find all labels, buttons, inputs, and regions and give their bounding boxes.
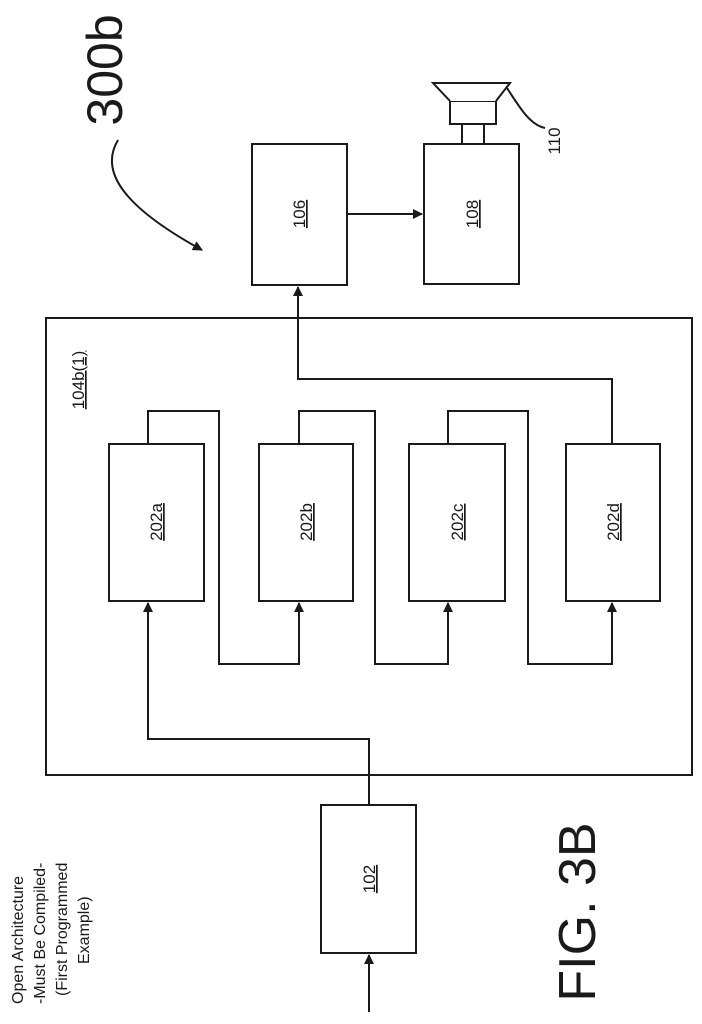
note-line-3: (First Programmed <box>54 863 71 996</box>
container-label: 104b(1) <box>69 351 88 410</box>
speaker-icon <box>433 83 510 144</box>
stage-label-202c: 202c <box>448 503 467 540</box>
input-label: 102 <box>360 865 379 893</box>
speaker-leader-line <box>507 88 545 128</box>
figure-caption: FIG. 3B <box>549 822 607 1001</box>
stage-label-202b: 202b <box>297 503 316 541</box>
note-line-1: Open Architecture <box>10 876 27 1004</box>
figure-ref-number: 300b <box>77 14 133 125</box>
figure-ref-arrow <box>112 140 202 250</box>
note-line-4: Example) <box>76 896 93 964</box>
architecture-note: Open Architecture -Must Be Compiled- (Fi… <box>10 863 93 1004</box>
stage-label-202a: 202a <box>147 503 166 541</box>
processor-label: 106 <box>290 200 309 228</box>
stage-label-202d: 202d <box>604 503 623 541</box>
speaker-label: 110 <box>545 127 564 154</box>
driver-label: 108 <box>463 200 482 228</box>
note-line-2: -Must Be Compiled- <box>32 863 49 1004</box>
